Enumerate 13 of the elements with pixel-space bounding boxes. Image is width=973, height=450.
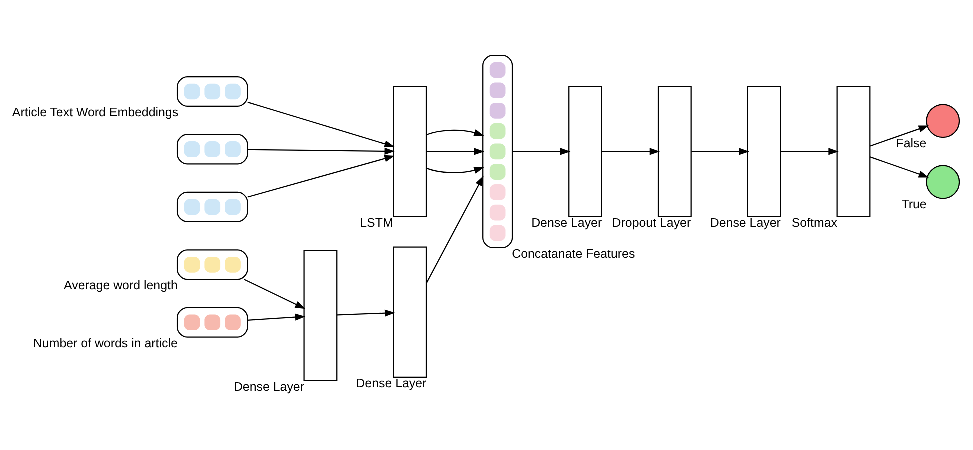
node-label: Concatanate Features <box>512 246 636 261</box>
node-label: Number of words in article <box>33 336 178 350</box>
node-label: Article Text Word Embeddings <box>12 105 179 120</box>
node-label: LSTM <box>360 216 394 230</box>
node-label: Softmax <box>792 216 838 230</box>
node-label: Dense Layer <box>710 216 781 230</box>
node-label: False <box>896 136 927 151</box>
node-label: True <box>902 198 927 212</box>
node-label: Dense Layer <box>356 376 427 390</box>
node-label: Dense Layer <box>532 216 602 230</box>
node-label: Dropout Layer <box>612 216 692 230</box>
node-label: Average word length <box>64 278 178 293</box>
node-label: Dense Layer <box>234 380 304 394</box>
